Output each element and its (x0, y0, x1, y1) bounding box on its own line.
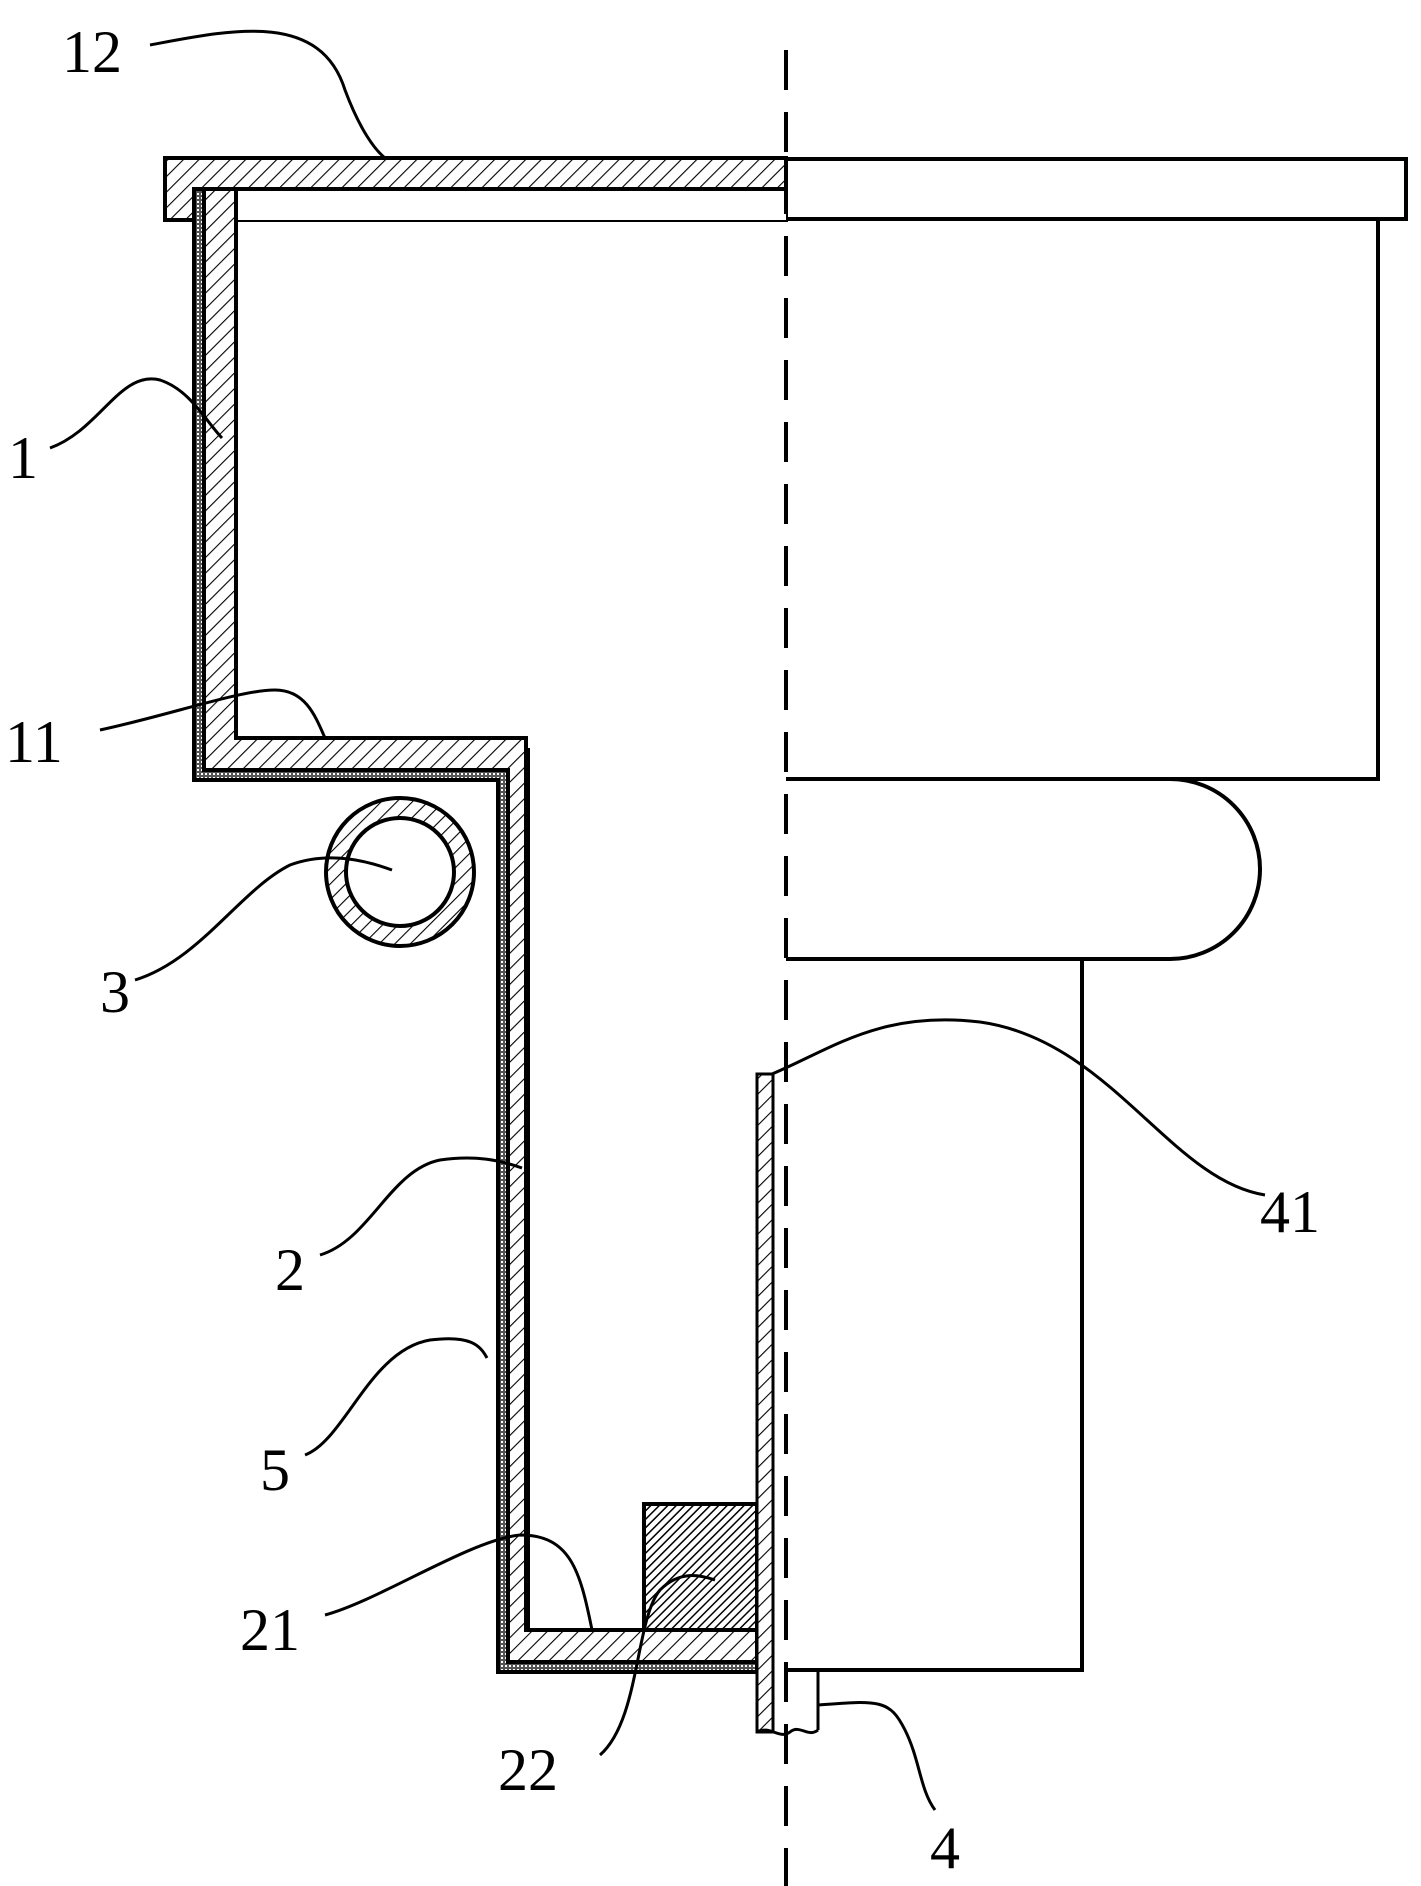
leader-2 (319, 1156, 523, 1257)
label-12: 12 (62, 19, 122, 85)
pipe-break-line (756, 1727, 819, 1736)
leader-12 (149, 29, 386, 160)
leader-5 (304, 1337, 489, 1457)
heating-ring-inner (344, 816, 456, 928)
leader-41 (771, 1018, 1266, 1197)
leader-11 (99, 688, 327, 739)
right-half-outline (784, 157, 1408, 1672)
label-11: 11 (5, 709, 63, 775)
label-22: 22 (498, 1737, 558, 1803)
label-21: 21 (240, 1597, 300, 1663)
right-lid-plate (784, 157, 1408, 221)
label-3: 3 (100, 959, 130, 1025)
leader-21 (324, 1533, 594, 1631)
label-5: 5 (260, 1437, 290, 1503)
leader-lines (49, 29, 1266, 1811)
label-41: 41 (1260, 1179, 1320, 1245)
leader-1 (49, 377, 224, 450)
pipe-wall-41 (755, 1072, 775, 1734)
shell-inner-edge (234, 189, 757, 1632)
leader-22 (599, 1574, 716, 1757)
right-upper-body (786, 217, 1380, 781)
right-ring-bulge (786, 777, 1262, 961)
label-1: 1 (8, 425, 38, 491)
lid-inner-gap (236, 189, 786, 220)
label-2: 2 (275, 1237, 305, 1303)
right-lower-body (786, 959, 1084, 1672)
label-4: 4 (930, 1815, 960, 1881)
leader-4 (817, 1701, 937, 1811)
reference-labels: 12 1 11 3 2 5 21 22 41 4 (5, 19, 1320, 1881)
leader-3 (134, 856, 393, 982)
block-22 (642, 1502, 759, 1632)
